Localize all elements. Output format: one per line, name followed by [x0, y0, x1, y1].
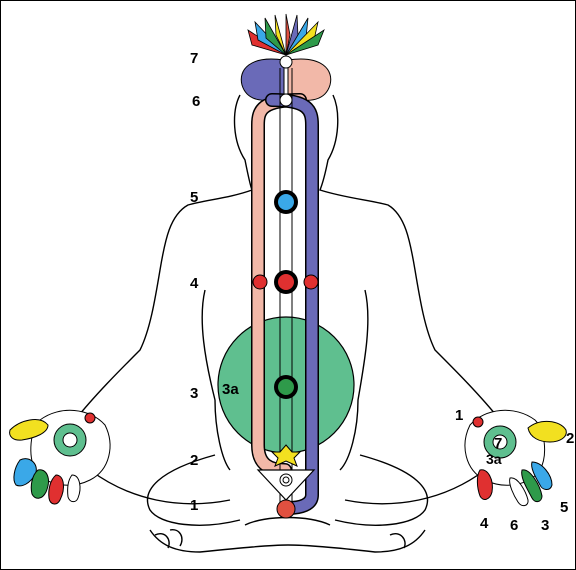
label-hand-7: 7: [494, 435, 502, 452]
heart-left-dot: [253, 275, 267, 289]
crown-petals: [248, 14, 324, 55]
label-hand-3: 3: [541, 517, 549, 534]
label-hand-3a: 3a: [486, 451, 502, 467]
left-hand: [10, 410, 110, 504]
throat-chakra: [274, 190, 298, 214]
solar-plexus-chakra: [274, 375, 298, 399]
label-spine-4: 4: [190, 275, 199, 292]
label-hand-4: 4: [480, 515, 489, 532]
third-eye-ring: [280, 94, 292, 106]
heart-chakra: [274, 270, 298, 294]
label-spine-2: 2: [190, 452, 198, 469]
label-spine-1: 1: [190, 497, 198, 514]
label-hand-6: 6: [510, 517, 518, 534]
heart-right-dot: [304, 275, 318, 289]
label-spine-3: 3: [190, 385, 198, 402]
label-spine-7: 7: [190, 50, 198, 67]
root-chakra: [277, 500, 295, 518]
label-hand-2: 2: [566, 430, 574, 447]
label-spine-5: 5: [190, 189, 198, 206]
crown-chakra-dot: [280, 56, 292, 68]
label-hand-1: 1: [455, 407, 463, 424]
label-spine-3a: 3a: [222, 381, 239, 398]
label-hand-5: 5: [560, 499, 568, 516]
label-spine-6: 6: [192, 93, 200, 110]
right-hand: [465, 410, 566, 505]
